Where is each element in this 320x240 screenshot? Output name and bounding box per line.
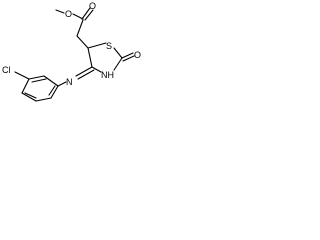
bond-imine-double-a [75,66,93,77]
bond-ring-carbonyl-double-b [122,55,135,62]
bond-benz-6 [50,85,59,99]
bond-ring-carbonyl-double-a [121,52,134,59]
bond-benz-inner-3 [48,85,56,96]
bond-O-carbonylC [72,13,84,20]
atom-ring-nitrogen-hydrogen: NH [101,70,114,80]
bond-N3-C4 [91,66,102,73]
bond-Cl-aryl [14,71,30,80]
atom-carbonyl-ester-oxygen: O [89,1,96,11]
bond-benz-1 [43,75,59,87]
bond-N-aryl [57,81,67,87]
chemical-structure-diagram: O O S O NH N Cl [2,1,141,102]
atom-imine-nitrogen: N [66,77,73,87]
bond-S-C2 [113,47,123,59]
bond-benz-inner-1 [31,78,47,83]
atom-methyl-ester-oxygen: O [65,9,72,19]
bond-benz-4 [21,92,37,102]
atom-chlorine: Cl [2,65,11,75]
bond-carbonyl-double-a [81,7,91,20]
bond-benz-2 [28,75,45,80]
bond-benz-3 [21,78,30,94]
bond-CH2-C5 [76,35,89,49]
bond-imine-double-b [77,69,95,80]
bond-C5-S [87,42,107,49]
atom-labels: O O S O NH N Cl [2,1,141,87]
bond-carbonylC-CH2 [76,19,84,37]
bonds [14,7,135,102]
bond-methyl-O [55,9,65,14]
bond-C4-C5 [87,47,93,68]
bond-C2-N3 [113,57,123,71]
bond-benz-5 [35,97,52,102]
bond-carbonyl-double-b [84,9,94,21]
bond-benz-inner-2 [24,92,37,99]
atom-ring-sulfur: S [106,41,112,51]
atom-ring-carbonyl-oxygen: O [134,50,141,60]
